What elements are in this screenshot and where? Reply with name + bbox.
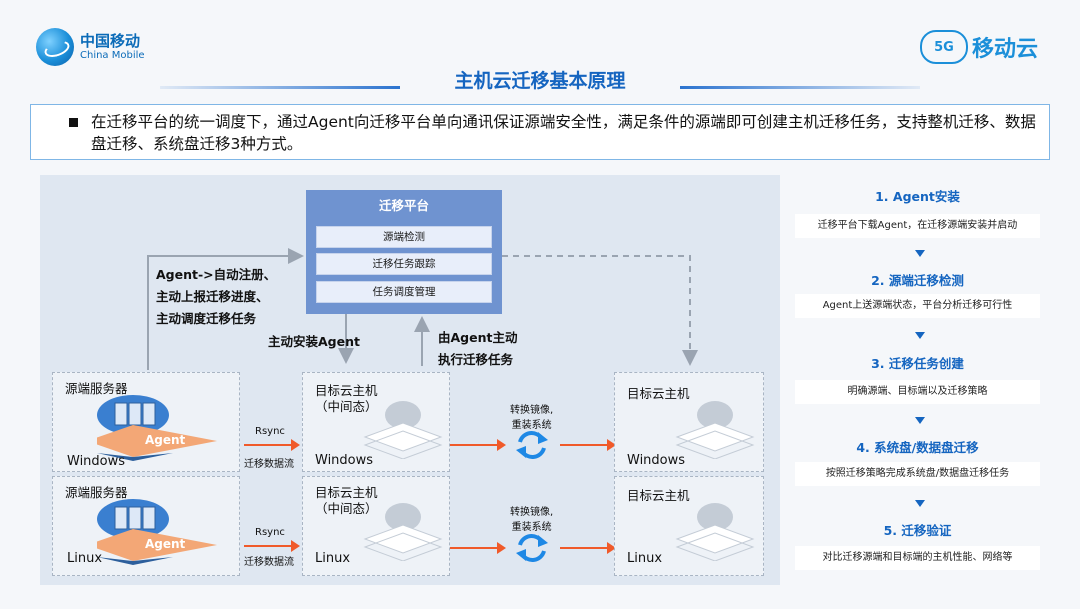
platform-target-dashed-line bbox=[502, 255, 698, 366]
agent-note: Agent->自动注册、 bbox=[156, 267, 277, 282]
mobile-cloud-logo: 5G 移动云 bbox=[919, 30, 1038, 64]
step-arrow-icon bbox=[915, 417, 925, 424]
step-desc: 对比迁移源端和目标端的主机性能、网络等 bbox=[795, 546, 1040, 570]
source-server-linux: 源端服务器 Agent Linux bbox=[52, 476, 240, 576]
intermediate-os-label: Linux bbox=[315, 551, 351, 566]
agent-label: Agent bbox=[145, 433, 186, 447]
target-os-label: Windows bbox=[627, 453, 686, 468]
target-host-intermediate-windows: 目标云主机 （中间态） Windows bbox=[302, 372, 450, 472]
target-host-label: 目标云主机 bbox=[627, 488, 690, 503]
rsync-arrow bbox=[244, 540, 300, 552]
target-os-label: Linux bbox=[627, 551, 663, 566]
agent-exec-label: 由Agent主动 执行迁移任务 bbox=[438, 327, 517, 371]
step-desc: 按照迁移策略完成系统盘/数据盘迁移任务 bbox=[795, 462, 1040, 486]
agent-exec-line-2: 执行迁移任务 bbox=[438, 352, 514, 367]
rsync-label: Rsync bbox=[255, 426, 285, 437]
convert-label-1: 转换镜像, bbox=[510, 405, 554, 416]
convert-arrow-out bbox=[560, 542, 616, 554]
agent-exec-line-1: 由Agent主动 bbox=[438, 330, 518, 345]
brand-cn: 中国移动 bbox=[80, 31, 141, 50]
platform-item-source-check: 源端检测 bbox=[316, 226, 492, 248]
platform-item-task-tracking: 迁移任务跟踪 bbox=[316, 253, 492, 275]
step-title: 1. Agent安装 bbox=[875, 189, 960, 204]
install-agent-label: 主动安装Agent bbox=[268, 334, 360, 349]
convert-label-2: 重装系统 bbox=[511, 420, 552, 431]
intro-text: 在迁移平台的统一调度下，通过Agent向迁移平台单向通讯保证源端安全性，满足条件… bbox=[91, 113, 1036, 153]
rsync-label: Rsync bbox=[255, 527, 285, 538]
intermediate-host-label-1: 目标云主机 bbox=[315, 383, 378, 398]
convert-label-2: 重装系统 bbox=[511, 522, 552, 533]
source-server-label: 源端服务器 bbox=[65, 485, 128, 500]
disk-stack-icon bbox=[675, 401, 755, 459]
brand-en: China Mobile bbox=[80, 49, 145, 61]
bullet-icon bbox=[69, 118, 78, 127]
convert-arrow-out bbox=[560, 439, 616, 451]
target-host-intermediate-linux: 目标云主机 （中间态） Linux bbox=[302, 476, 450, 576]
china-mobile-logo-icon bbox=[36, 28, 74, 66]
step-arrow-icon bbox=[915, 250, 925, 257]
intermediate-host-label-2: （中间态） bbox=[315, 501, 378, 516]
mobile-cloud-logo-icon: 5G bbox=[919, 30, 968, 64]
agent-note: 主动上报迁移进度、 bbox=[156, 289, 269, 304]
intermediate-host-label: 目标云主机 （中间态） bbox=[315, 383, 378, 415]
platform-item-task-scheduling: 任务调度管理 bbox=[316, 281, 492, 303]
step-desc: 明确源端、目标端以及迁移策略 bbox=[795, 380, 1040, 404]
server-icon bbox=[97, 499, 217, 565]
intermediate-host-label: 目标云主机 （中间态） bbox=[315, 485, 378, 517]
target-host-linux: 目标云主机 Linux bbox=[614, 476, 764, 576]
intro-box: 在迁移平台的统一调度下，通过Agent向迁移平台单向通讯保证源端安全性，满足条件… bbox=[30, 104, 1050, 160]
source-os-label: Windows bbox=[67, 454, 126, 469]
step-title: 4. 系统盘/数据盘迁移 bbox=[856, 440, 979, 455]
page-title: 主机云迁移基本原理 bbox=[454, 70, 626, 92]
agent-notes: Agent->自动注册、 主动上报迁移进度、 主动调度迁移任务 bbox=[156, 264, 276, 330]
rsync-arrow bbox=[244, 439, 300, 451]
step-arrow-icon bbox=[915, 332, 925, 339]
server-icon bbox=[97, 395, 217, 461]
intermediate-os-label: Windows bbox=[315, 453, 374, 468]
disk-stack-icon bbox=[363, 401, 443, 459]
agent-label: Agent bbox=[145, 537, 186, 551]
convert-label: 转换镜像, 重装系统 bbox=[510, 505, 553, 535]
source-server-label: 源端服务器 bbox=[65, 381, 128, 396]
refresh-icon bbox=[516, 534, 548, 562]
step-desc: 迁移平台下载Agent，在迁移源端安装并启动 bbox=[795, 214, 1040, 238]
step-title: 2. 源端迁移检测 bbox=[871, 273, 964, 288]
target-host-label: 目标云主机 bbox=[627, 386, 690, 401]
intermediate-host-label-1: 目标云主机 bbox=[315, 485, 378, 500]
platform-title: 迁移平台 bbox=[378, 198, 429, 213]
convert-arrow-in bbox=[450, 542, 506, 554]
title-divider-left bbox=[160, 86, 400, 89]
china-mobile-logo: 中国移动 China Mobile bbox=[36, 28, 145, 66]
data-flow-label: 迁移数据流 bbox=[244, 459, 294, 470]
step-arrow-icon bbox=[915, 500, 925, 507]
step-title: 5. 迁移验证 bbox=[883, 523, 952, 538]
convert-label-1: 转换镜像, bbox=[510, 507, 554, 518]
convert-arrow-in bbox=[450, 439, 506, 451]
disk-stack-icon bbox=[363, 503, 443, 561]
disk-stack-icon bbox=[675, 503, 755, 561]
convert-label: 转换镜像, 重装系统 bbox=[510, 403, 553, 433]
agent-register-line bbox=[147, 248, 304, 370]
migration-platform: 迁移平台 源端检测 迁移任务跟踪 任务调度管理 bbox=[306, 190, 502, 314]
source-server-windows: 源端服务器 Agent Windows bbox=[52, 372, 240, 472]
step-desc: Agent上送源端状态，平台分析迁移可行性 bbox=[795, 294, 1040, 318]
data-flow-label: 迁移数据流 bbox=[244, 557, 294, 568]
refresh-icon bbox=[516, 431, 548, 459]
target-host-windows: 目标云主机 Windows bbox=[614, 372, 764, 472]
intermediate-host-label-2: （中间态） bbox=[315, 399, 378, 414]
source-os-label: Linux bbox=[67, 551, 103, 566]
cloud-name: 移动云 bbox=[971, 37, 1038, 62]
step-title: 3. 迁移任务创建 bbox=[871, 356, 964, 371]
agent-note: 主动调度迁移任务 bbox=[156, 311, 257, 326]
